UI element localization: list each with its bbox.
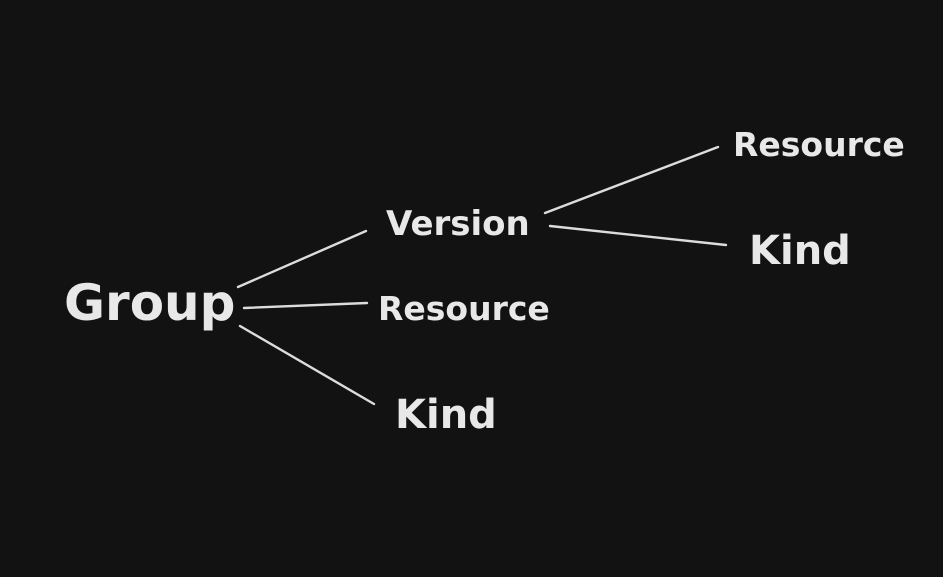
edge-version-kind xyxy=(548,224,728,247)
node-group-kind: Kind xyxy=(395,392,497,438)
edge-group-kind xyxy=(238,324,376,406)
edge-group-resource xyxy=(242,301,369,310)
node-version: Version xyxy=(386,204,530,244)
edge-group-version xyxy=(236,229,368,289)
edges xyxy=(236,145,728,406)
node-version-kind: Kind xyxy=(749,228,851,274)
nodes: Group Version Resource Kind Resource Kin… xyxy=(64,125,905,438)
node-version-resource: Resource xyxy=(733,125,905,164)
edge-version-resource xyxy=(543,145,720,215)
node-group-resource: Resource xyxy=(378,289,550,328)
node-group: Group xyxy=(64,274,235,332)
